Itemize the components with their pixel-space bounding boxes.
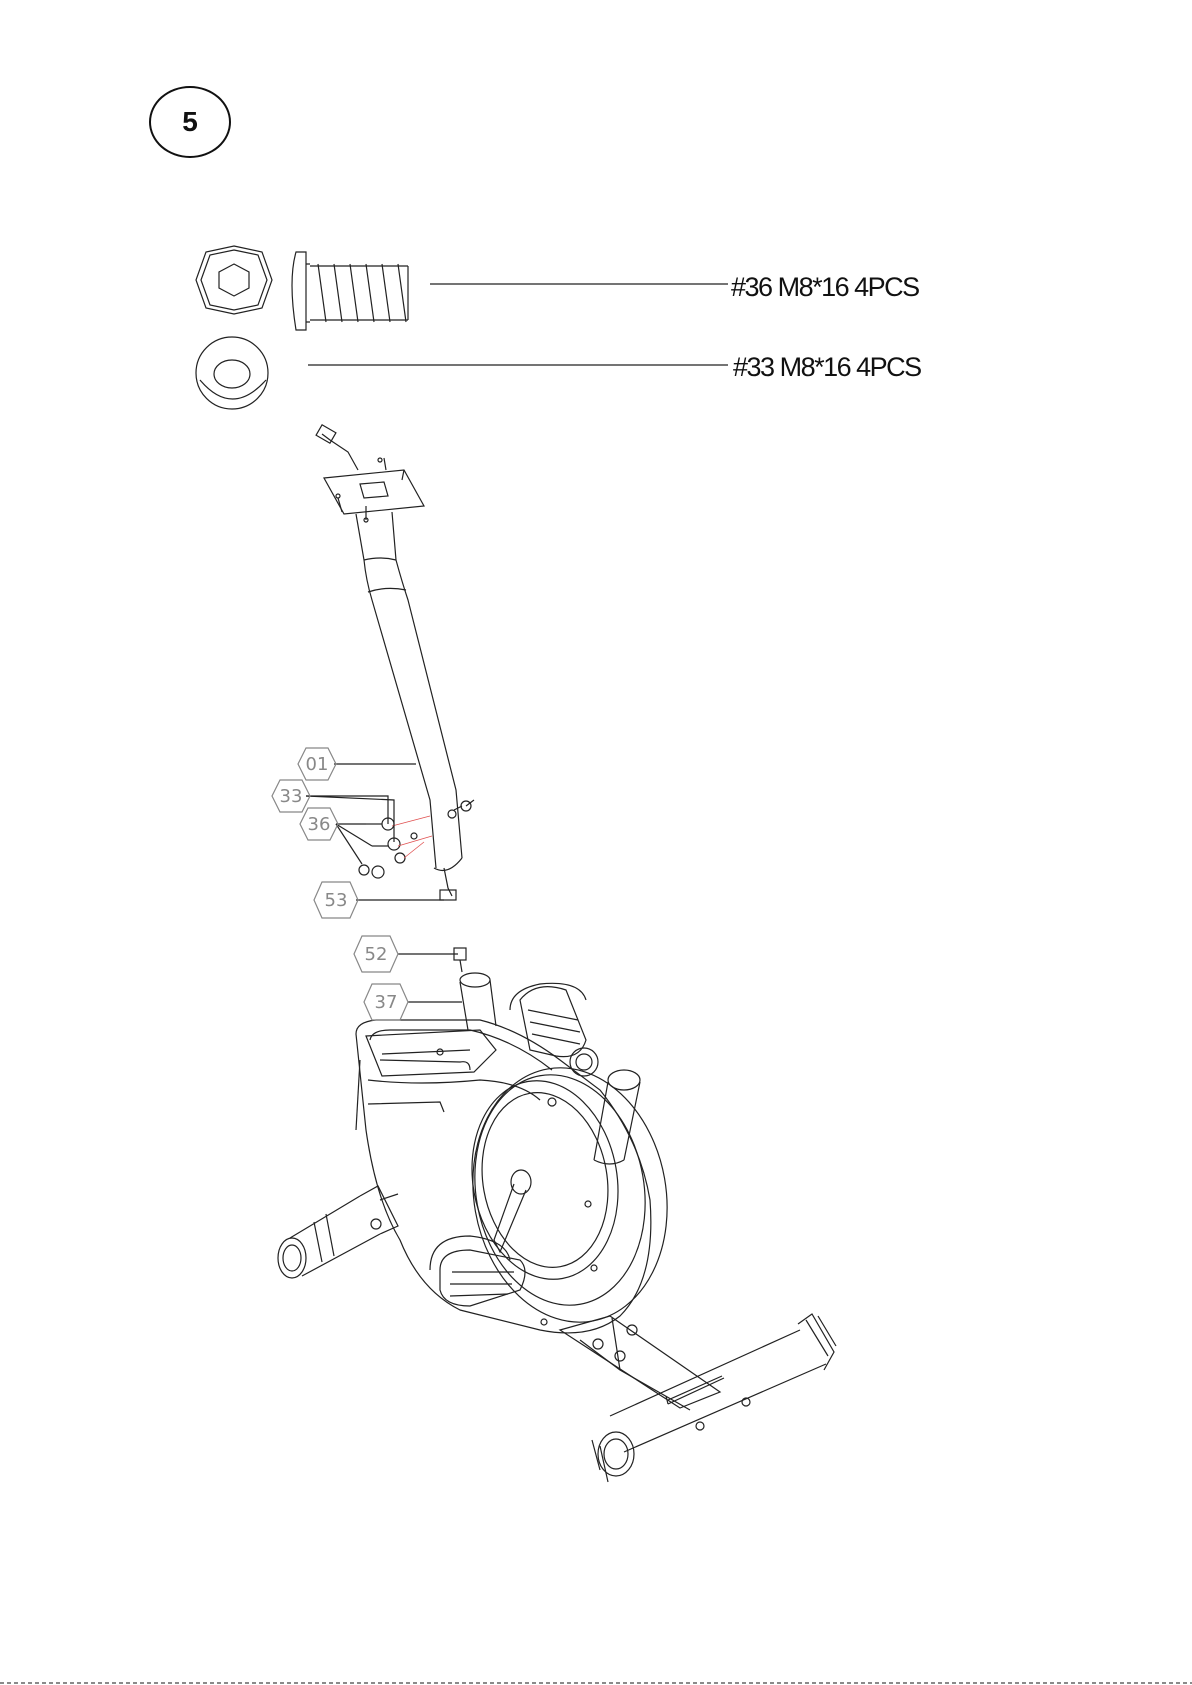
rear-stabilizer-drawing	[560, 1314, 836, 1482]
callout-part-37: 37	[364, 984, 408, 1020]
alignment-guide-lines	[392, 816, 432, 858]
callout-label: 36	[308, 814, 331, 835]
bolt-hardware-icon	[196, 246, 728, 330]
callout-part-52: 52	[354, 936, 398, 972]
front-stabilizer-drawing	[278, 1186, 398, 1278]
callout-label: 37	[375, 992, 398, 1013]
callout-label: 01	[306, 754, 329, 775]
callout-label: 52	[365, 944, 388, 965]
callout-label: 33	[280, 786, 303, 807]
washer-hardware-icon	[196, 337, 728, 409]
callout-part-33: 33	[272, 780, 310, 812]
callout-leaders	[306, 764, 462, 1002]
callout-part-36: 36	[300, 808, 338, 840]
callout-part-53: 53	[314, 882, 358, 918]
callout-part-01: 01	[298, 748, 336, 780]
callout-label: 53	[325, 890, 348, 911]
